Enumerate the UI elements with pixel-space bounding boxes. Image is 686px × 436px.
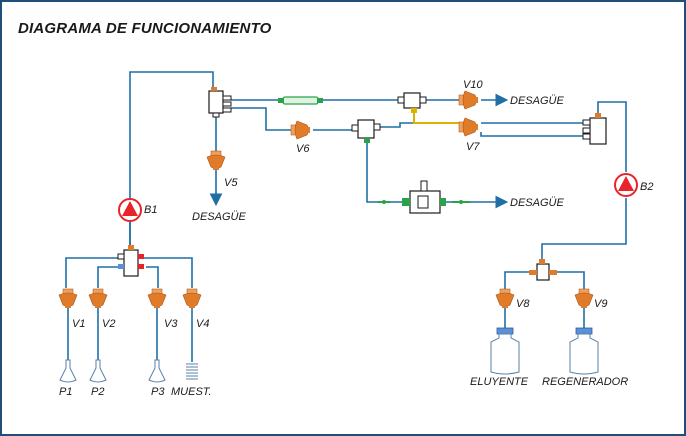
tee-block-v6 [351, 119, 381, 143]
valve-v2[interactable] [88, 288, 108, 308]
pipe-dist-outer [65, 257, 122, 288]
label-v1: V1 [72, 318, 85, 330]
flask-p3 [148, 359, 166, 383]
valve-v5[interactable] [206, 150, 226, 170]
bottle-eluent [490, 327, 520, 375]
pipe-b1-up [129, 71, 214, 250]
label-p1: P1 [59, 386, 72, 398]
label-b1: B1 [144, 204, 157, 216]
label-sample: MUEST. [171, 386, 212, 398]
label-p2: P2 [91, 386, 104, 398]
label-v6: V6 [296, 143, 310, 155]
valve-v9[interactable] [574, 288, 594, 308]
label-v4: V4 [196, 318, 209, 330]
pipe-t-sensor [366, 140, 402, 203]
pipe-b2-down [541, 198, 627, 262]
label-b2: B2 [640, 181, 653, 193]
label-drain-sensor: DESAGÜE [510, 197, 564, 209]
manifold-right [582, 113, 607, 145]
valve-v7[interactable] [458, 117, 478, 137]
tee-block-b2 [529, 259, 557, 281]
valve-v8[interactable] [495, 288, 515, 308]
pipe-tee-v9 [551, 271, 585, 290]
label-drain-v10: DESAGÜE [510, 95, 564, 107]
valve-v3[interactable] [147, 288, 167, 308]
manifold-main [208, 87, 232, 118]
label-v3: V3 [164, 318, 178, 330]
sensor-block [378, 180, 470, 214]
pipe-to-v6 [231, 107, 292, 131]
label-drain-v5: DESAGÜE [192, 211, 246, 223]
valve-v6[interactable] [290, 120, 310, 140]
flask-p1 [59, 359, 77, 383]
pipe-dist-inner-l [97, 266, 118, 288]
label-regenerator: REGENERADOR [542, 376, 628, 388]
label-v10: V10 [463, 79, 483, 91]
label-v9: V9 [594, 298, 607, 310]
valve-block-v10 [397, 92, 427, 113]
pipe-dist-inner-r [146, 266, 159, 288]
flask-p2 [89, 359, 107, 383]
flow-cell [278, 96, 323, 105]
valve-v10[interactable] [458, 90, 478, 110]
diagram-title: DIAGRAMA DE FUNCIONAMIENTO [18, 20, 272, 37]
pipe-yellow [413, 108, 460, 124]
sample-coil [186, 363, 198, 380]
label-v8: V8 [516, 298, 530, 310]
pipe-tee-v8 [504, 271, 533, 290]
pipe-dist-outer-r [140, 257, 193, 288]
pump-b2[interactable] [614, 173, 638, 197]
label-v5: V5 [224, 177, 238, 189]
bottle-regenerator [569, 327, 599, 375]
valve-v1[interactable] [58, 288, 78, 308]
label-v7: V7 [466, 141, 480, 153]
pipe-block-b2 [597, 101, 627, 172]
label-eluent: ELUYENTE [470, 376, 529, 388]
valve-v4[interactable] [182, 288, 202, 308]
pump-b1[interactable] [118, 198, 142, 222]
manifold-bottom [117, 245, 144, 277]
label-v2: V2 [102, 318, 115, 330]
pipe-v7-block2 [480, 132, 583, 137]
label-p3: P3 [151, 386, 165, 398]
